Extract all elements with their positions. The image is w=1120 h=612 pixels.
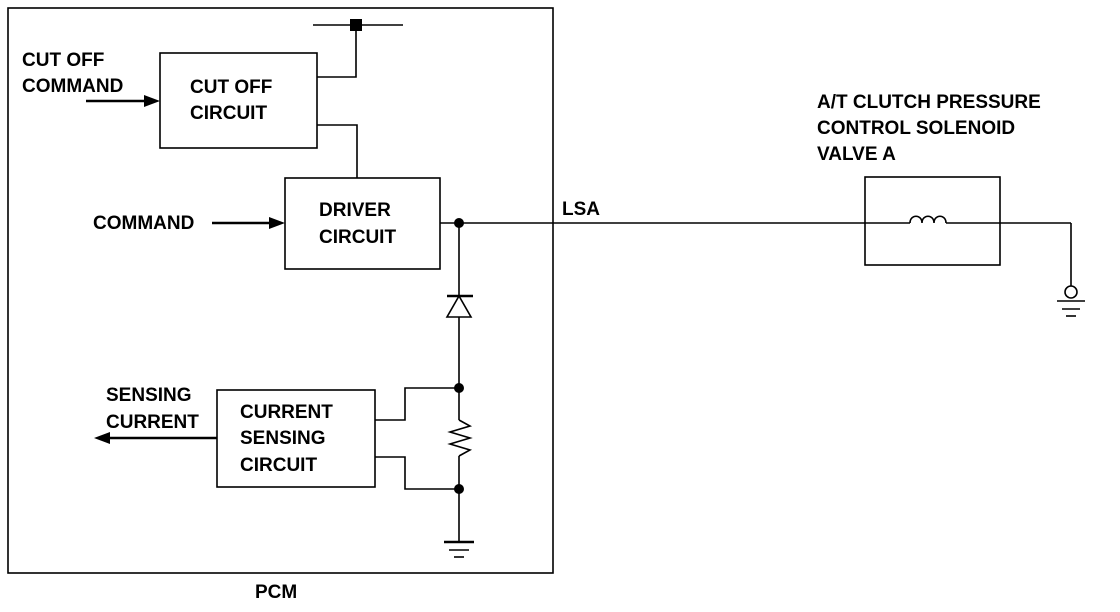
command-input: COMMAND: [93, 213, 285, 234]
diode-icon: [445, 223, 473, 388]
cut-off-circuit-block: CUT OFF CIRCUIT: [159, 52, 318, 149]
ground-icon: [444, 489, 474, 558]
cut-off-to-driver-wire: [317, 124, 358, 178]
arrow-right-icon: [269, 217, 285, 229]
svg-text:A/T CLUTCH PRESSURE: A/T CLUTCH PRESSURE: [817, 92, 1041, 113]
solenoid-valve: A/T CLUTCH PRESSURE CONTROL SOLENOID VAL…: [817, 92, 1071, 266]
sensing-current-output: SENSING CURRENT: [94, 385, 217, 444]
coil-icon: [909, 215, 947, 224]
lsa-wire: LSA: [440, 199, 865, 228]
power-supply-terminal: [313, 19, 403, 78]
current-sensing-circuit-block: CURRENT SENSING CIRCUIT: [216, 389, 376, 488]
svg-text:COMMAND: COMMAND: [93, 213, 194, 234]
svg-text:SENSING: SENSING: [240, 428, 326, 449]
resistor-icon: [447, 419, 473, 457]
svg-text:CUT OFF: CUT OFF: [190, 77, 272, 98]
svg-text:COMMAND: COMMAND: [22, 76, 123, 97]
svg-text:CONTROL SOLENOID: CONTROL SOLENOID: [817, 118, 1015, 139]
svg-text:DRIVER: DRIVER: [319, 200, 391, 221]
cut-off-command-input: CUT OFF COMMAND: [22, 50, 160, 107]
svg-text:CIRCUIT: CIRCUIT: [319, 227, 396, 248]
arrow-left-icon: [94, 432, 110, 444]
svg-text:CUT OFF: CUT OFF: [22, 50, 104, 71]
svg-text:CIRCUIT: CIRCUIT: [190, 103, 267, 124]
svg-text:SENSING: SENSING: [106, 385, 192, 406]
pcm-label: PCM: [255, 582, 297, 603]
svg-text:CIRCUIT: CIRCUIT: [240, 455, 317, 476]
svg-text:CURRENT: CURRENT: [106, 412, 199, 433]
svg-text:LSA: LSA: [562, 199, 600, 220]
svg-text:VALVE A: VALVE A: [817, 144, 896, 165]
external-ground-icon: [1057, 223, 1085, 317]
arrow-right-icon: [144, 95, 160, 107]
svg-text:CURRENT: CURRENT: [240, 402, 333, 423]
driver-circuit-block: DRIVER CIRCUIT: [284, 177, 441, 270]
sense-resistor: [375, 383, 473, 494]
